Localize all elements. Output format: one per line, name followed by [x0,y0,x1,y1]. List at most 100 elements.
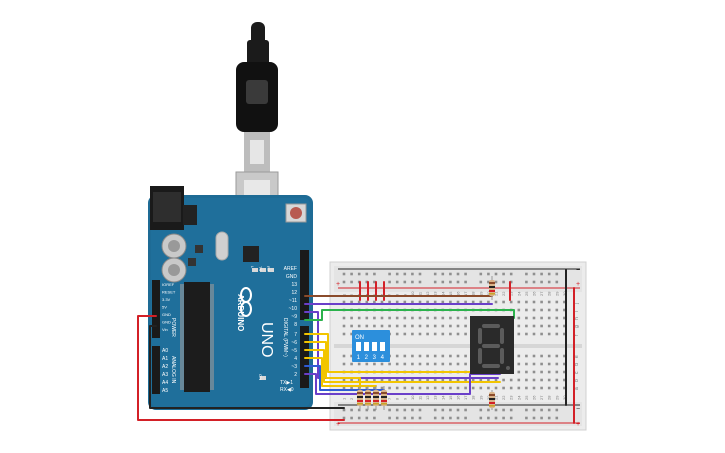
breadboard-hole[interactable] [411,332,414,336]
rail-hole[interactable] [395,408,399,412]
rail-hole[interactable] [342,416,346,420]
breadboard-hole[interactable] [426,378,429,382]
breadboard-hole[interactable] [441,378,445,382]
rail-hole[interactable] [403,280,407,284]
seven-segment-display[interactable] [470,316,514,374]
breadboard-hole[interactable] [479,386,483,390]
breadboard-hole[interactable] [365,386,369,390]
breadboard-hole[interactable] [426,386,429,390]
breadboard-hole[interactable] [411,300,414,304]
breadboard-hole[interactable] [449,332,452,336]
digital-header-lower[interactable] [300,326,309,388]
rail-hole[interactable] [540,272,543,276]
rail-hole[interactable] [464,408,467,412]
breadboard-hole[interactable] [342,354,346,358]
rail-hole[interactable] [403,416,407,420]
breadboard-hole[interactable] [563,324,566,328]
breadboard-hole[interactable] [441,324,445,328]
breadboard-hole[interactable] [456,354,460,358]
breadboard-hole[interactable] [517,316,521,320]
breadboard-hole[interactable] [426,316,429,320]
breadboard-hole[interactable] [426,354,429,358]
breadboard-hole[interactable] [540,370,543,374]
rail-hole[interactable] [342,280,346,284]
breadboard-hole[interactable] [494,378,498,382]
rail-hole[interactable] [525,408,528,412]
breadboard-hole[interactable] [555,308,559,312]
breadboard-hole[interactable] [388,316,391,320]
rail-hole[interactable] [365,280,369,284]
breadboard-hole[interactable] [464,378,467,382]
breadboard-hole[interactable] [441,332,445,336]
breadboard-hole[interactable] [433,378,437,382]
breadboard-hole[interactable] [487,386,490,390]
rail-hole[interactable] [411,272,414,276]
breadboard-hole[interactable] [555,316,559,320]
rail-hole[interactable] [532,408,536,412]
breadboard-hole[interactable] [373,378,376,382]
breadboard-hole[interactable] [403,378,407,382]
breadboard-hole[interactable] [456,300,460,304]
breadboard-hole[interactable] [388,378,391,382]
breadboard-hole[interactable] [342,324,346,328]
breadboard-hole[interactable] [350,316,353,320]
rail-hole[interactable] [456,408,460,412]
rail-hole[interactable] [395,272,399,276]
dip-lever[interactable] [380,342,385,351]
rail-hole[interactable] [487,272,490,276]
dip-lever[interactable] [372,342,377,351]
rail-hole[interactable] [373,280,376,284]
wire-pin-10[interactable] [304,311,499,379]
breadboard-hole[interactable] [517,354,521,358]
rail-hole[interactable] [411,408,414,412]
breadboard-hole[interactable] [388,386,391,390]
rail-hole[interactable] [449,272,452,276]
breadboard-hole[interactable] [487,378,490,382]
wire-pin-7[interactable] [304,333,501,373]
breadboard-hole[interactable] [449,378,452,382]
breadboard-hole[interactable] [350,300,353,304]
breadboard-hole[interactable] [540,316,543,320]
rail-hole[interactable] [487,408,490,412]
rail-hole[interactable] [479,408,483,412]
breadboard-hole[interactable] [403,316,407,320]
breadboard-hole[interactable] [350,332,353,336]
rail-hole[interactable] [555,408,559,412]
breadboard-hole[interactable] [555,386,559,390]
rail-hole[interactable] [441,408,445,412]
wire-pin-9[interactable] [304,309,515,321]
breadboard-hole[interactable] [540,362,543,366]
rail-hole[interactable] [357,272,361,276]
breadboard-hole[interactable] [342,386,346,390]
breadboard-hole[interactable] [449,354,452,358]
rail-hole[interactable] [479,272,483,276]
breadboard-hole[interactable] [365,316,369,320]
rail-hole[interactable] [441,280,445,284]
breadboard-hole[interactable] [357,362,361,366]
breadboard-hole[interactable] [426,300,429,304]
breadboard-hole[interactable] [380,300,384,304]
breadboard-hole[interactable] [418,378,422,382]
breadboard-hole[interactable] [517,370,521,374]
breadboard-hole[interactable] [547,378,551,382]
breadboard-hole[interactable] [411,316,414,320]
breadboard-hole[interactable] [563,378,566,382]
breadboard-hole[interactable] [517,308,521,312]
rail-hole[interactable] [509,416,513,420]
breadboard-hole[interactable] [395,386,399,390]
breadboard-hole[interactable] [373,386,376,390]
breadboard-hole[interactable] [380,324,384,328]
breadboard-hole[interactable] [342,316,346,320]
breadboard-hole[interactable] [547,332,551,336]
rail-hole[interactable] [449,408,452,412]
breadboard-hole[interactable] [509,386,513,390]
breadboard-hole[interactable] [547,324,551,328]
breadboard-hole[interactable] [525,332,528,336]
rail-hole[interactable] [494,272,498,276]
breadboard-hole[interactable] [357,300,361,304]
breadboard-hole[interactable] [373,316,376,320]
rail-hole[interactable] [441,416,445,420]
breadboard-hole[interactable] [365,378,369,382]
breadboard-hole[interactable] [441,354,445,358]
dip-lever[interactable] [356,342,361,351]
